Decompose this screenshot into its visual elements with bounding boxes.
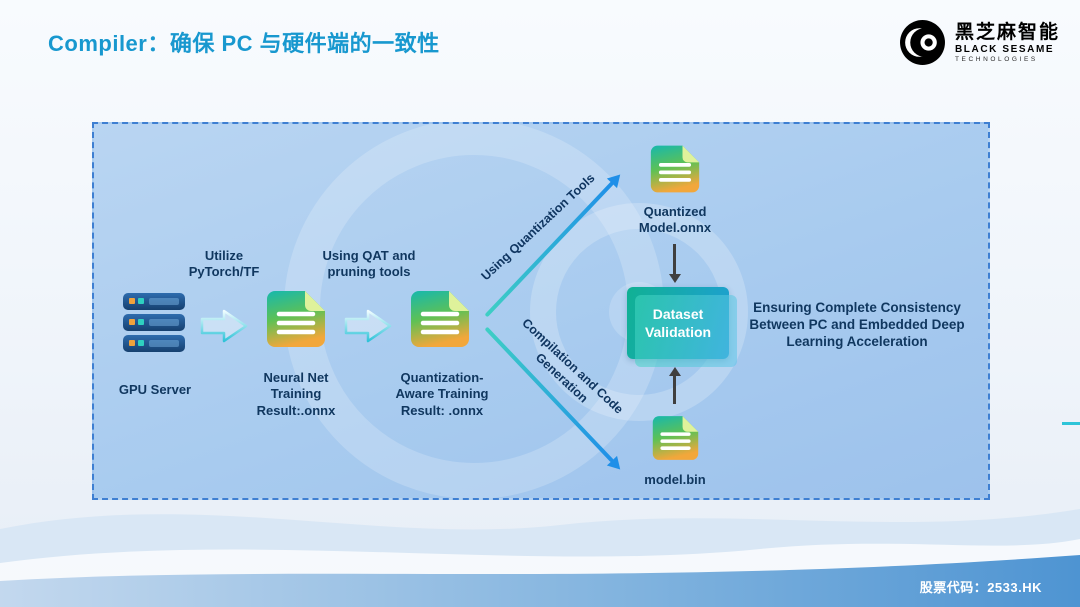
utilize-pytorch-label: Utilize PyTorch/TF xyxy=(188,248,260,280)
quantized-model-doc-icon xyxy=(650,145,700,193)
hollow-arrow-1-icon xyxy=(200,309,248,343)
branch-arrow-up-label: Using Quantization Tools xyxy=(478,170,598,284)
page-title: Compiler：确保 PC 与硬件端的一致性 xyxy=(48,31,440,56)
consistency-text: Ensuring Complete Consistency Between PC… xyxy=(749,300,965,349)
neural-net-doc-icon xyxy=(267,291,325,347)
neural-net-label: Neural Net Training Result:.onnx xyxy=(256,370,336,418)
qat-pruning-label: Using QAT and pruning tools xyxy=(322,248,416,280)
accent-line xyxy=(1062,422,1080,425)
stock-code: 股票代码：2533.HK xyxy=(919,580,1042,595)
dataset-validation-label: Dataset Validation xyxy=(644,305,712,340)
logo-name-en: BLACK SESAME xyxy=(954,44,1055,56)
black-sesame-logo-icon xyxy=(900,20,945,65)
model-bin-doc-icon xyxy=(652,416,699,460)
dataset-validation-box: Dataset Validation xyxy=(627,287,737,367)
logo-text-block: 黑芝麻智能 BLACK SESAME TECHNOLOGIES xyxy=(955,22,1060,64)
hollow-arrow-2-icon xyxy=(344,309,392,343)
company-logo: 黑芝麻智能 BLACK SESAME TECHNOLOGIES xyxy=(899,19,1060,66)
quantized-model-label: Quantized Model.onnx xyxy=(638,204,712,236)
quantization-label: Quantization- Aware Training Result: .on… xyxy=(395,370,489,418)
arrow-up-from-modelbin-icon xyxy=(668,367,681,404)
logo-name-sub: TECHNOLOGIES xyxy=(954,55,1038,63)
quantization-doc-icon xyxy=(411,291,469,347)
gpu-server-label: GPU Server xyxy=(118,382,192,397)
model-bin-label: model.bin xyxy=(644,472,706,487)
bottom-waves-decoration xyxy=(0,509,1080,607)
gpu-server-icon xyxy=(123,293,185,352)
branch-arrow-down-label: Compilation and Code Generation xyxy=(519,315,626,417)
logo-name-cn: 黑芝麻智能 xyxy=(954,21,1060,43)
arrow-down-to-dataset-icon xyxy=(668,244,681,283)
diagram-panel: GPU Server Utilize PyTorch/TF Neural Net… xyxy=(92,122,990,500)
